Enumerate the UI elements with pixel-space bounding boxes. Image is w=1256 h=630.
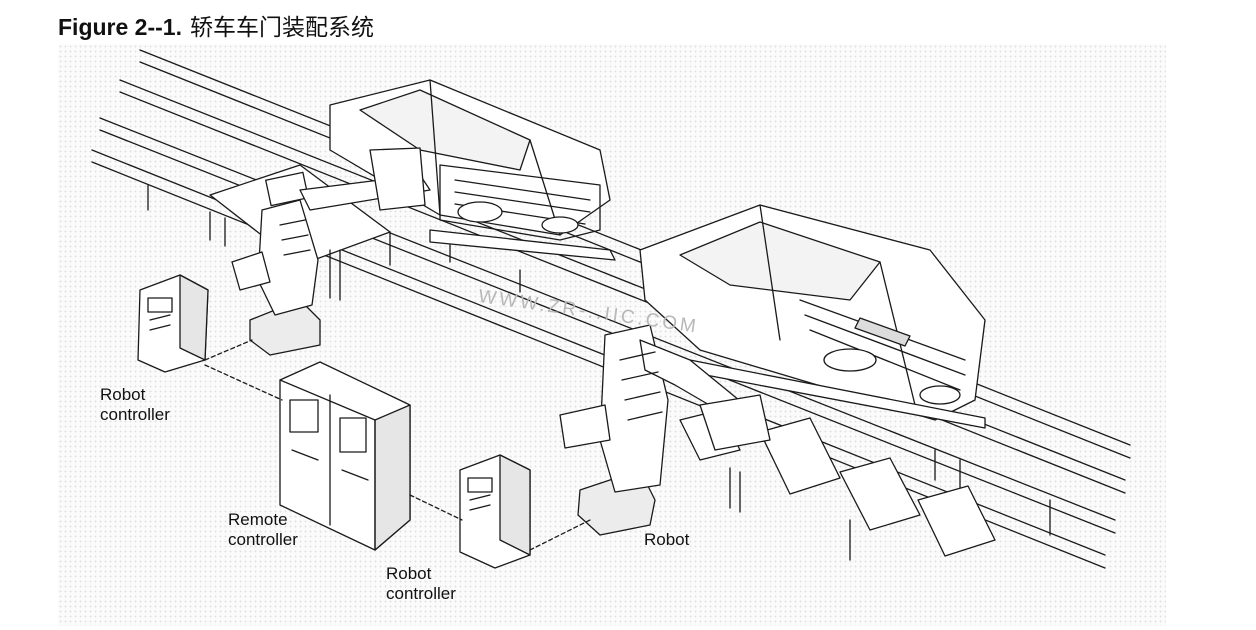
robot-left [231, 147, 431, 356]
connection-cables [204, 339, 591, 551]
figure-caption: 轿车车门装配系统 [189, 15, 374, 41]
label-robot: Robot [644, 530, 690, 549]
conveyor-legs [147, 184, 1051, 561]
robot-controller-bottom-cabinet [459, 454, 531, 569]
robot-controller-left-cabinet [137, 274, 209, 373]
label-robot-controller-left: Robot controller [100, 385, 170, 424]
figure-title: Figure 2--1. 轿车车门装配系统 [58, 8, 374, 42]
label-robot-controller-bottom: Robot controller [386, 564, 456, 603]
remote-controller-cabinet [279, 361, 411, 551]
car-body-upper [329, 79, 616, 261]
car-body-lower [639, 204, 986, 429]
figure-number: Figure 2--1. [58, 14, 182, 40]
label-remote-controller: Remote controller [228, 510, 298, 549]
robot-right [559, 324, 771, 536]
